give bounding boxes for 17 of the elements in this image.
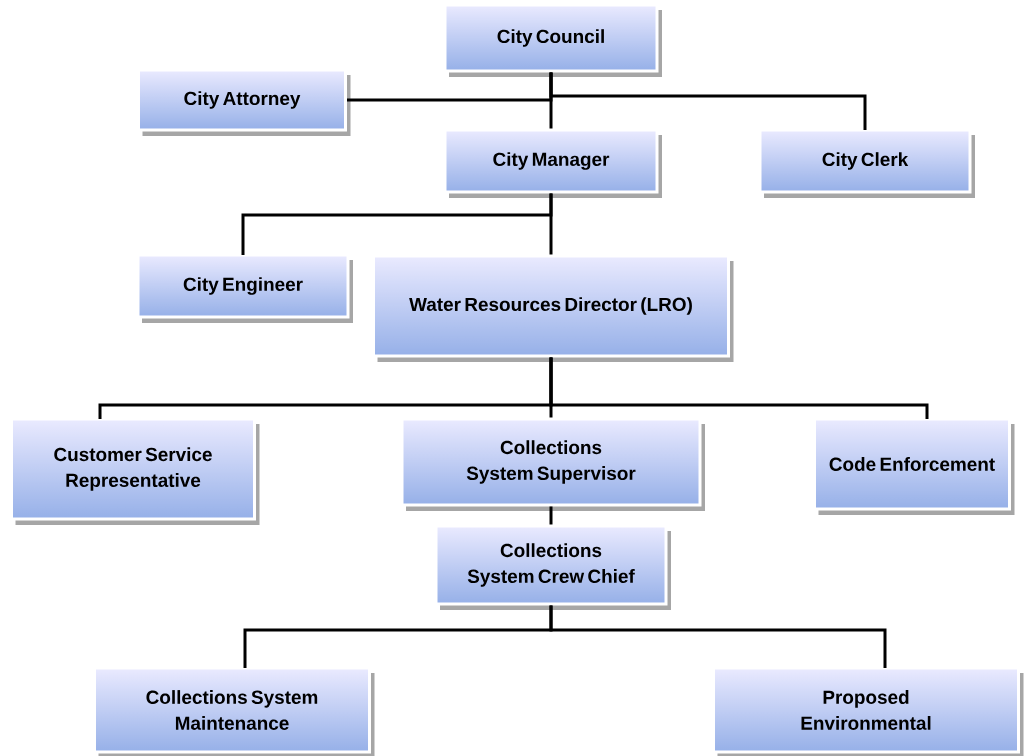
connector-line [549, 605, 887, 668]
connector-line [549, 506, 553, 525]
org-box: Customer Service Representative [10, 417, 260, 525]
org-box: Code Enforcement [813, 417, 1015, 515]
org-box: Collections System Supervisor [400, 417, 705, 511]
connector-line [549, 72, 867, 130]
org-box: Proposed Environmental [712, 666, 1024, 756]
org-box: City Council [443, 3, 662, 77]
org-box: Collections System Crew Chief [434, 524, 671, 610]
org-box: Water Resources Director (LRO) [372, 254, 734, 362]
org-box: City Manager [443, 128, 662, 198]
connector-line [549, 193, 553, 255]
org-box: City Attorney [137, 68, 351, 136]
org-box: Collections System Maintenance [93, 666, 375, 756]
connector-line [549, 357, 929, 419]
org-box: City Clerk [758, 128, 975, 198]
org-box: City Engineer [136, 253, 353, 323]
